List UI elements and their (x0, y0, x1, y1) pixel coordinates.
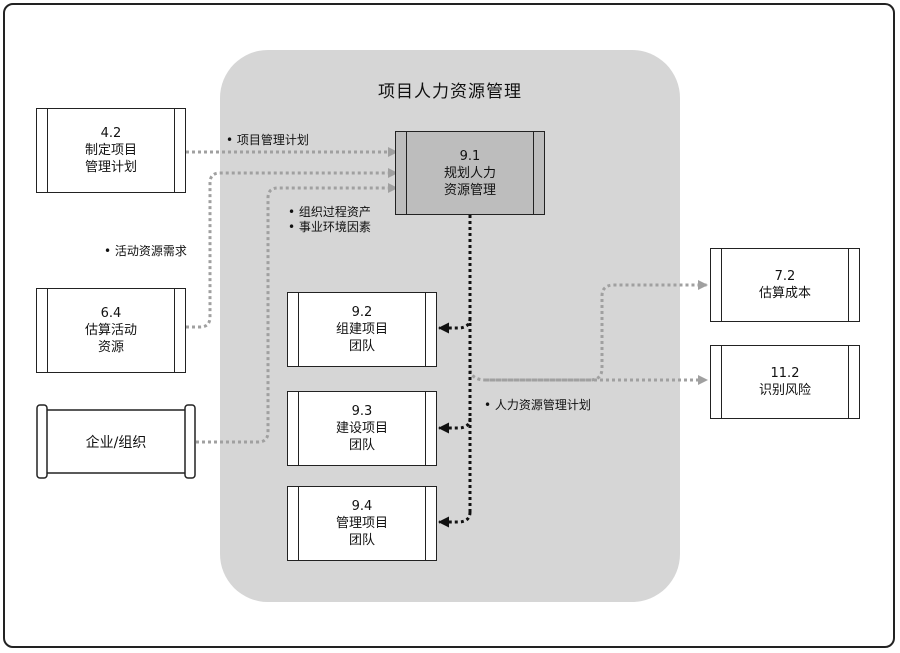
note-env-factors: • 事业环境因素 (288, 220, 371, 234)
process-label: 估算成本 (758, 286, 811, 301)
arrow-to-cost (468, 280, 708, 382)
process-label: 管理计划 (84, 160, 137, 175)
process-4-2[interactable]: 4.2 制定项目 管理计划 (36, 108, 186, 193)
process-label: 规划人力 (443, 165, 496, 181)
process-11-2[interactable]: 11.2 识别风险 (710, 345, 860, 419)
process-7-2[interactable]: 7.2 估算成本 (710, 248, 860, 322)
process-number: 6.4 (100, 306, 122, 321)
process-label: 团队 (348, 339, 375, 354)
enterprise-scroll[interactable]: 企业/组织 (36, 404, 196, 479)
process-label: 识别风险 (758, 383, 811, 398)
process-label: 资源管理 (443, 182, 496, 198)
process-label: 估算活动 (84, 323, 137, 338)
arrow-enterprise (196, 183, 398, 444)
note-org-assets: • 组织过程资产 (288, 205, 371, 219)
process-9-2[interactable]: 9.2 组建项目 团队 (287, 292, 437, 367)
scroll-shape (36, 404, 196, 479)
process-label: 建设项目 (335, 421, 388, 436)
process-9-3[interactable]: 9.3 建设项目 团队 (287, 391, 437, 466)
process-label: 团队 (348, 438, 375, 453)
process-number: 11.2 (770, 366, 800, 381)
process-label: 团队 (348, 533, 375, 548)
arrow-to-93 (438, 417, 472, 434)
process-number: 4.2 (100, 126, 122, 141)
process-9-1[interactable]: 9.1 规划人力 资源管理 (395, 131, 545, 215)
enterprise-label: 企业/组织 (85, 434, 147, 451)
note-hr-plan: • 人力资源管理计划 (484, 398, 591, 412)
arrow-to-94 (438, 511, 472, 528)
process-label: 组建项目 (335, 322, 388, 337)
process-9-4[interactable]: 9.4 管理项目 团队 (287, 486, 437, 561)
arrow-to-92 (438, 317, 472, 334)
process-label: 资源 (97, 340, 124, 355)
process-number: 9.1 (459, 148, 481, 164)
process-number: 9.3 (351, 404, 373, 419)
process-number: 7.2 (774, 269, 796, 284)
process-number: 9.4 (351, 499, 373, 514)
arrow-activity-resources (186, 168, 398, 329)
note-pm-plan: • 项目管理计划 (226, 133, 309, 147)
process-label: 制定项目 (84, 143, 137, 158)
process-number: 9.2 (351, 305, 373, 320)
knowledge-area-title: 项目人力资源管理 (378, 82, 522, 102)
process-label: 管理项目 (335, 516, 388, 531)
note-activity-resources: • 活动资源需求 (104, 244, 187, 258)
process-6-4[interactable]: 6.4 估算活动 资源 (36, 288, 186, 373)
